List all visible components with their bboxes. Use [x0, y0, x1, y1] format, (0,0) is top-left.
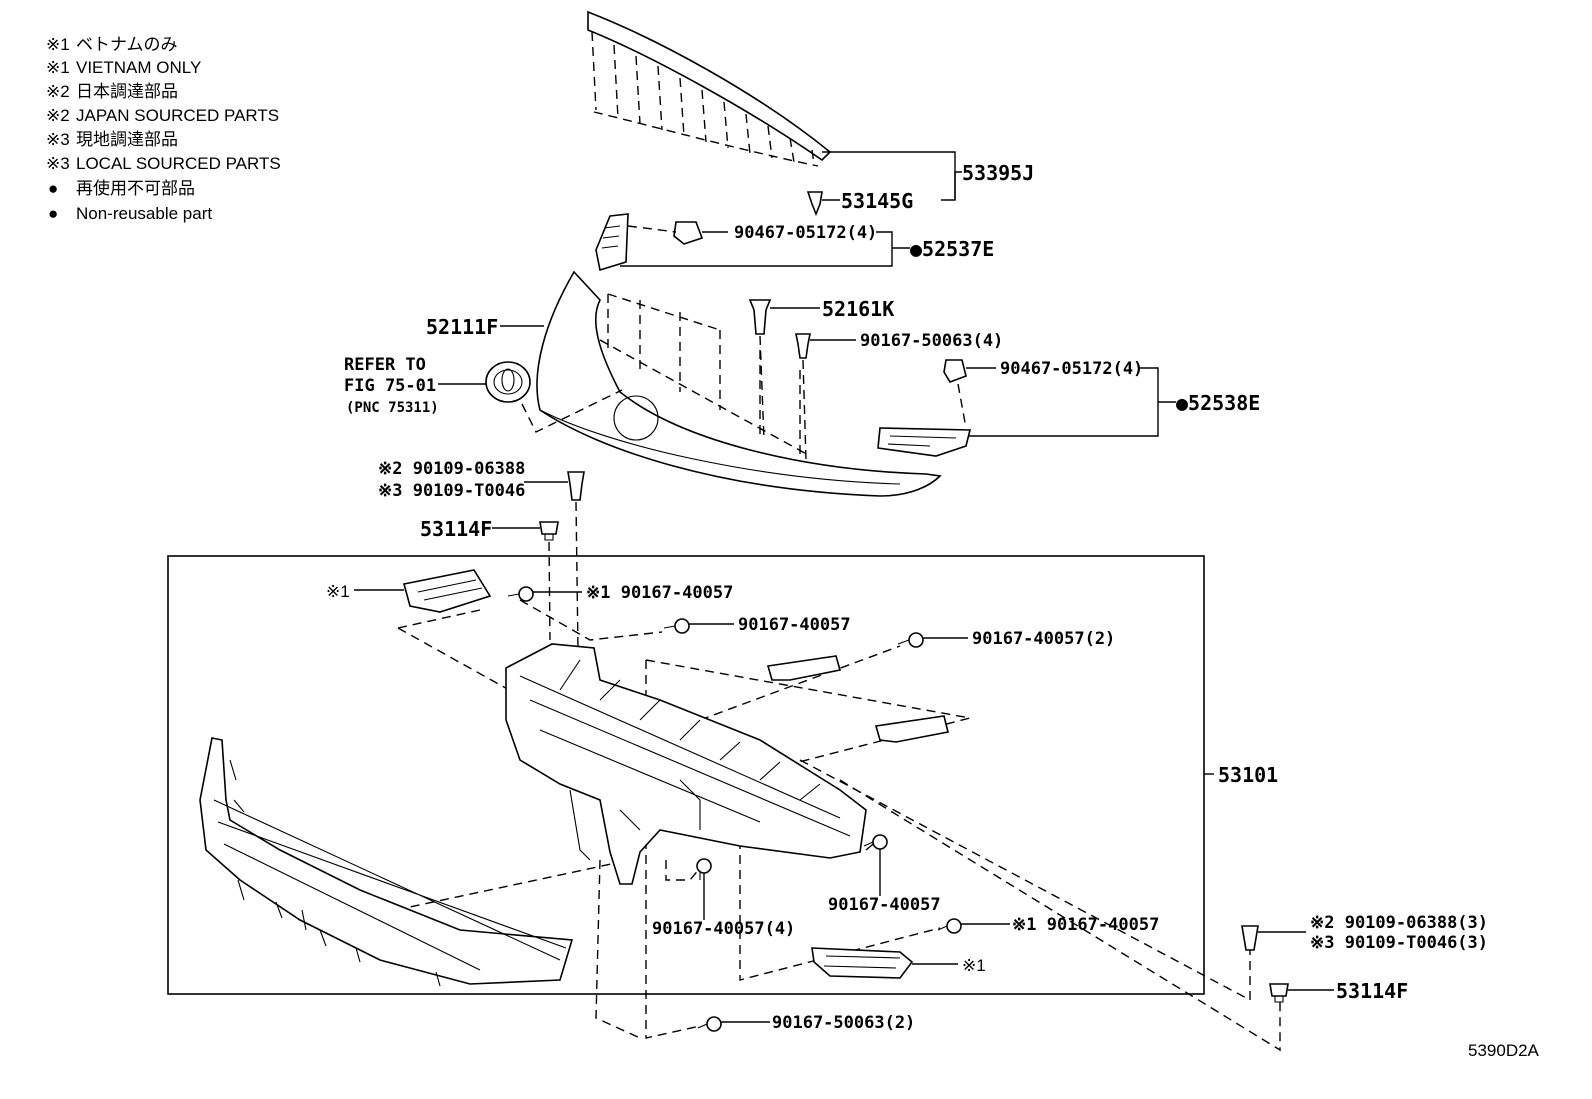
legend-mark: ※1 [46, 35, 70, 54]
legend-text: 再使用不可部品 [76, 178, 195, 198]
dashed-line [627, 225, 677, 233]
screw-90109-top [567, 471, 585, 501]
clip-90467-top [673, 221, 704, 245]
label-mark1-left: ※1 [326, 582, 350, 601]
dashed-line [548, 541, 551, 641]
label-90167-40057-s1: ※1 90167-40057 [586, 583, 733, 603]
label-fig: FIG 75-01 [344, 376, 436, 396]
legend-text: Non-reusable part [76, 204, 212, 223]
legend-mark: ※3 [46, 130, 70, 149]
bolt-90167-40057-b [863, 834, 888, 850]
leader-52537E [620, 231, 910, 267]
legend-text: 現地調達部品 [76, 130, 178, 149]
legend-text: VIETNAM ONLY [76, 58, 201, 77]
label-90167-40057-2: 90167-40057(2) [972, 629, 1115, 649]
label-90109-T0046-3: ※3 90109-T0046(3) [1310, 933, 1488, 953]
bumper-reinforcement-part [505, 643, 867, 885]
label-52537E: ●52537E [910, 237, 994, 261]
lower-grille-part [199, 737, 574, 987]
label-52111F: 52111F [426, 315, 498, 339]
bracket-52537E-part [595, 213, 629, 272]
label-52161K: 52161K [822, 297, 894, 321]
bolt-90167-40057-a [663, 618, 690, 634]
label-90167-50063-2: 90167-50063(2) [772, 1013, 915, 1033]
label-90109-06388-3: ※2 90109-06388(3) [1310, 913, 1488, 933]
label-refer-to: REFER TO [344, 355, 426, 375]
emblem [485, 361, 531, 403]
assembly-53101-box [167, 555, 1205, 995]
legend-mark: ※1 [46, 58, 70, 77]
dashed-line [575, 501, 579, 651]
label-90109-06388: ※2 90109-06388 [378, 459, 525, 479]
legend-mark: ※2 [46, 82, 70, 101]
legend-mark: ● [48, 204, 58, 223]
legend-text: JAPAN SOURCED PARTS [76, 106, 279, 125]
label-90467-05172-right: 90467-05172(4) [1000, 359, 1143, 379]
label-90167-50063-4: 90167-50063(4) [860, 331, 1003, 351]
label-90109-T0046: ※3 90109-T0046 [378, 481, 525, 501]
nut-53114F-top [539, 521, 559, 541]
bolt-90167-40057-s1b [937, 918, 962, 934]
label-pnc: (PNC 75311) [346, 400, 439, 416]
legend-mark: ※3 [46, 154, 70, 173]
label-53114F-bottom: 53114F [1336, 979, 1408, 1003]
legend-text: ベトナムのみ [76, 35, 178, 54]
bracket-vietnam-right [811, 947, 914, 979]
label-53395J: 53395J [962, 161, 1034, 185]
screw-52161K [748, 299, 772, 335]
label-90167-40057-a: 90167-40057 [738, 615, 851, 635]
leader-52538E [968, 367, 1176, 437]
legend: ※1 ベトナムのみ ※1 VIETNAM ONLY ※2 日本調達部品 ※2 J… [46, 35, 281, 223]
clip-90467-right [943, 359, 967, 383]
label-mark1-right: ※1 [962, 956, 986, 975]
nut-53114F-bottom [1269, 983, 1289, 1003]
bracket-vietnam-left [403, 569, 492, 613]
dashed-line [802, 359, 807, 461]
label-90467-05172-top: 90467-05172(4) [734, 223, 877, 243]
label-90167-40057-b: 90167-40057 [828, 895, 941, 915]
label-53145G: 53145G [841, 189, 913, 213]
label-53114F-top: 53114F [420, 517, 492, 541]
screw-90109-right [1241, 925, 1259, 951]
leader-53145G [941, 171, 962, 201]
top-moulding-part [587, 10, 832, 167]
label-53101: 53101 [1218, 763, 1278, 787]
legend-text: 日本調達部品 [76, 82, 178, 101]
label-52538E: ●52538E [1176, 391, 1260, 415]
bolt-90167-40057-s1 [507, 586, 534, 602]
clip-53145G [806, 191, 823, 217]
legend-mark: ● [48, 179, 58, 198]
dashed-line [957, 383, 967, 429]
label-90167-40057-s1b: ※1 90167-40057 [1012, 915, 1159, 935]
dashed-line [759, 335, 765, 441]
bolt-90167-40057-2 [897, 632, 924, 648]
legend-mark: ※2 [46, 106, 70, 125]
diagram-code: 5390D2A [1468, 1041, 1540, 1060]
bolt-90167-50063-2 [697, 1016, 722, 1032]
label-90167-40057-4: 90167-40057(4) [652, 919, 795, 939]
bracket-small-mid [874, 715, 949, 743]
screw-90167-50063-top [795, 333, 811, 359]
bracket-small-top [766, 655, 842, 681]
bracket-52538E-part [877, 427, 972, 457]
bumper-cover-part [536, 270, 942, 497]
legend-text: LOCAL SOURCED PARTS [76, 154, 281, 173]
dashed-line [521, 389, 623, 433]
